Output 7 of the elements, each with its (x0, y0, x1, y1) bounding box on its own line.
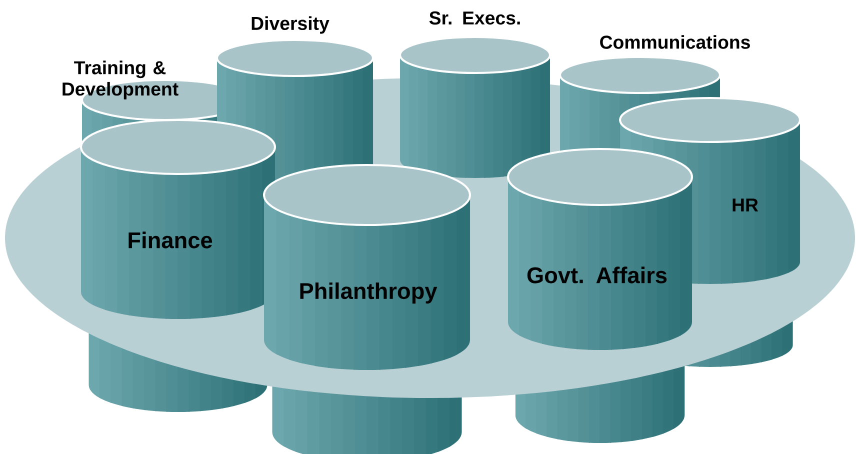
cylinder-label: HR (732, 198, 758, 212)
cylinder-label: Sr. Execs. (429, 11, 520, 25)
cylinder-label: Diversity (252, 16, 330, 34)
cylinder-label: Finance (128, 232, 212, 248)
cylinder-label: Communications (600, 35, 750, 49)
cylinder-label: Philanthropy (300, 282, 438, 304)
cylinder-label: Govt. Affairs (527, 266, 667, 284)
